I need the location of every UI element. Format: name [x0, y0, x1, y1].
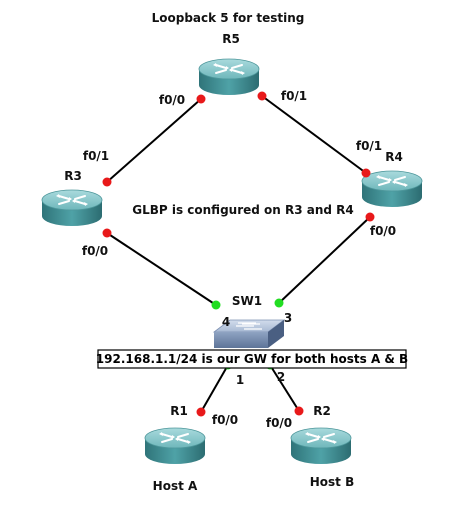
device-label-r4: R4: [385, 150, 403, 164]
port-label-r2-f00: f0/0: [266, 416, 292, 430]
router-r3-icon[interactable]: [41, 189, 103, 227]
router-r1-icon[interactable]: [144, 427, 206, 465]
port-label-sw1-2: 2: [277, 370, 285, 384]
gateway-note-box: [97, 349, 407, 369]
port-dot-r5-f01: [257, 91, 267, 101]
router-r4-icon[interactable]: [361, 170, 423, 208]
link-r5-r3: [106, 98, 202, 183]
port-dot-r2-f00: [294, 406, 304, 416]
port-markers: [102, 91, 375, 417]
port-dot-sw1-4: [211, 300, 221, 310]
loopback-note: Loopback 5 for testing: [152, 11, 305, 25]
device-label-host-b: Host B: [310, 475, 355, 489]
link-sw1-r2: [269, 364, 300, 412]
port-dot-sw1-3: [274, 298, 284, 308]
link-r4-sw1: [278, 216, 371, 304]
port-label-r4-f00: f0/0: [370, 224, 396, 238]
port-label-r5-f01: f0/1: [281, 89, 307, 103]
device-label-r5: R5: [222, 32, 240, 46]
device-label-r1: R1: [170, 404, 188, 418]
port-dot-r3-f00: [102, 228, 112, 238]
port-dot-r1-f00: [196, 407, 206, 417]
device-label-r3: R3: [64, 169, 82, 183]
link-r5-r4: [261, 95, 367, 174]
links: [106, 95, 371, 413]
link-sw1-r1: [200, 364, 229, 413]
port-label-sw1-3: 3: [284, 311, 292, 325]
port-label-r4-f01: f0/1: [356, 139, 382, 153]
port-label-r3-f00: f0/0: [82, 244, 108, 258]
port-label-r3-f01: f0/1: [83, 149, 109, 163]
port-label-r5-f00: f0/0: [159, 93, 185, 107]
port-label-sw1-1: 1: [236, 373, 244, 387]
device-label-host-a: Host A: [153, 479, 198, 493]
port-dot-r5-f00: [196, 94, 206, 104]
device-label-r2: R2: [313, 404, 331, 418]
port-dot-r3-f01: [102, 177, 112, 187]
gateway-note-text: 192.168.1.1/24 is our GW for both hosts …: [96, 352, 408, 366]
glbp-note: GLBP is configured on R3 and R4: [132, 203, 354, 217]
port-dot-r4-f01: [361, 168, 371, 178]
link-r3-sw1: [106, 232, 217, 306]
device-label-sw1: SW1: [232, 294, 262, 308]
switch-sw1-icon[interactable]: [212, 319, 286, 348]
port-label-r1-f00: f0/0: [212, 413, 238, 427]
port-label-sw1-4: 4: [222, 315, 230, 329]
router-r2-icon[interactable]: [290, 427, 352, 465]
port-dot-r4-f00: [365, 212, 375, 222]
router-r5-icon[interactable]: [198, 58, 260, 96]
